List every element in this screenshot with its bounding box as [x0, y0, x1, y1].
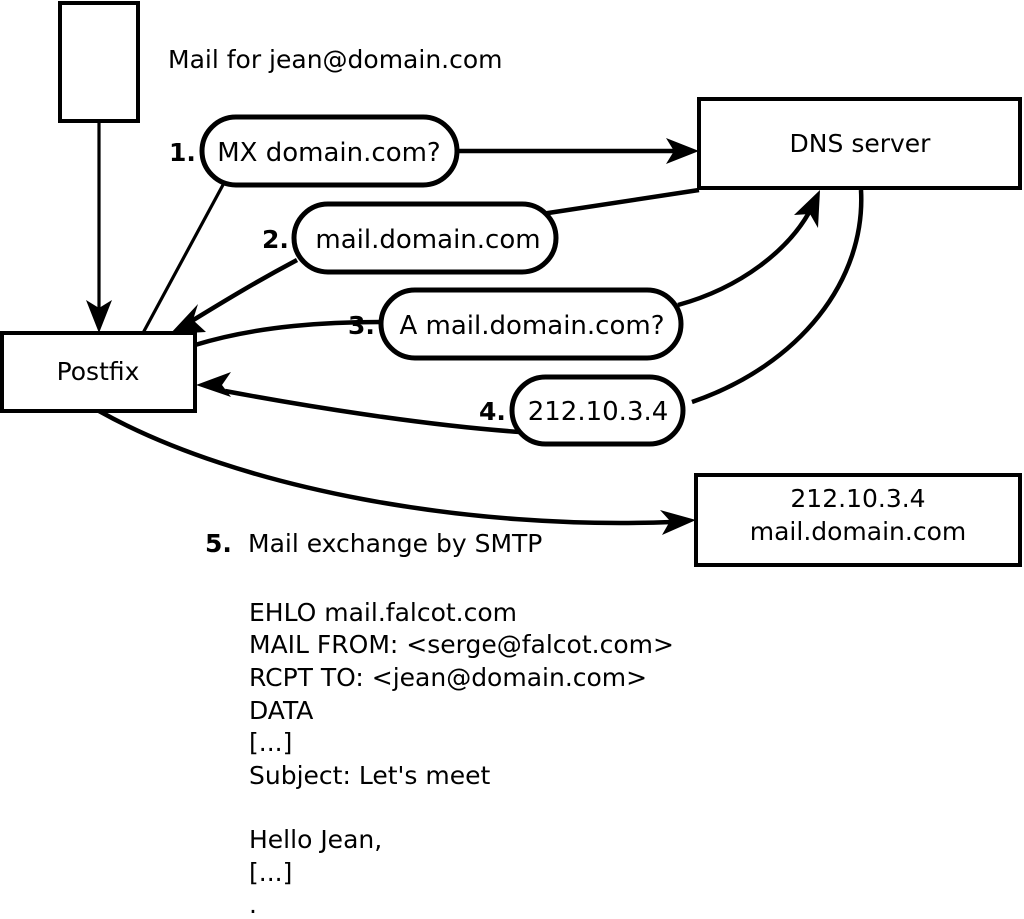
step-1-bubble: [199, 114, 460, 188]
arrowhead-step4-to-postfix: [196, 372, 231, 397]
step-2-bubble: [291, 201, 559, 275]
step-5-label: Mail exchange by SMTP: [248, 529, 542, 558]
smtp-line-4: [...]: [249, 728, 292, 757]
mail-server-hostname: mail.domain.com: [750, 517, 966, 546]
step-2-label: mail.domain.com: [315, 225, 540, 255]
edge-dns-to-step4: [691, 189, 864, 405]
step-4-number: 4.: [479, 397, 506, 426]
step-3-number: 3.: [348, 311, 375, 340]
smtp-line-9: .: [249, 890, 257, 919]
smtp-line-3: DATA: [249, 696, 313, 725]
smtp-line-0: EHLO mail.falcot.com: [249, 598, 517, 627]
step-5-number: 5.: [205, 529, 232, 558]
smtp-line-2: RCPT TO: <jean@domain.com>: [249, 663, 647, 692]
step-2-number: 2.: [262, 225, 289, 254]
step-3-label: A mail.domain.com?: [400, 311, 665, 341]
diagram-caption: Mail for jean@domain.com: [168, 45, 503, 74]
edge-step4-to-postfix: [224, 388, 521, 435]
dns-server-label: DNS server: [790, 129, 932, 158]
dns-server-box: [697, 97, 1022, 190]
arrowhead-step3-to-dns: [794, 190, 820, 228]
smtp-line-5: Subject: Let's meet: [249, 761, 490, 790]
edge-step3-to-dns: [677, 205, 815, 308]
smtp-line-1: MAIL FROM: <serge@falcot.com>: [249, 630, 674, 659]
step-1-number: 1.: [169, 138, 196, 167]
client-box: [58, 1, 140, 123]
arrowhead-step1-to-dns: [666, 138, 699, 164]
step-3-bubble: [378, 287, 684, 361]
arrowhead-client-to-postfix: [86, 300, 112, 333]
step-4-label: 212.10.3.4: [528, 397, 669, 427]
edge-postfix-to-step1: [141, 182, 226, 334]
arrowhead-postfix-to-mailserver: [660, 510, 696, 535]
edge-postfix-to-step3: [194, 319, 385, 348]
postfix-label: Postfix: [57, 357, 140, 386]
mail-server-box: [694, 473, 1022, 567]
arrowhead-step2-to-postfix: [170, 304, 206, 334]
smtp-line-7: Hello Jean,: [249, 825, 382, 854]
smtp-line-8: [...]: [249, 858, 292, 887]
edge-postfix-to-mailserver: [97, 409, 673, 526]
edge-step2-to-postfix: [188, 258, 299, 324]
step-1-label: MX domain.com?: [217, 138, 440, 168]
mail-server-ip: 212.10.3.4: [790, 484, 925, 513]
postfix-box: [0, 331, 197, 413]
step-4-bubble: [509, 374, 686, 447]
edge-dns-to-step2: [534, 187, 700, 218]
